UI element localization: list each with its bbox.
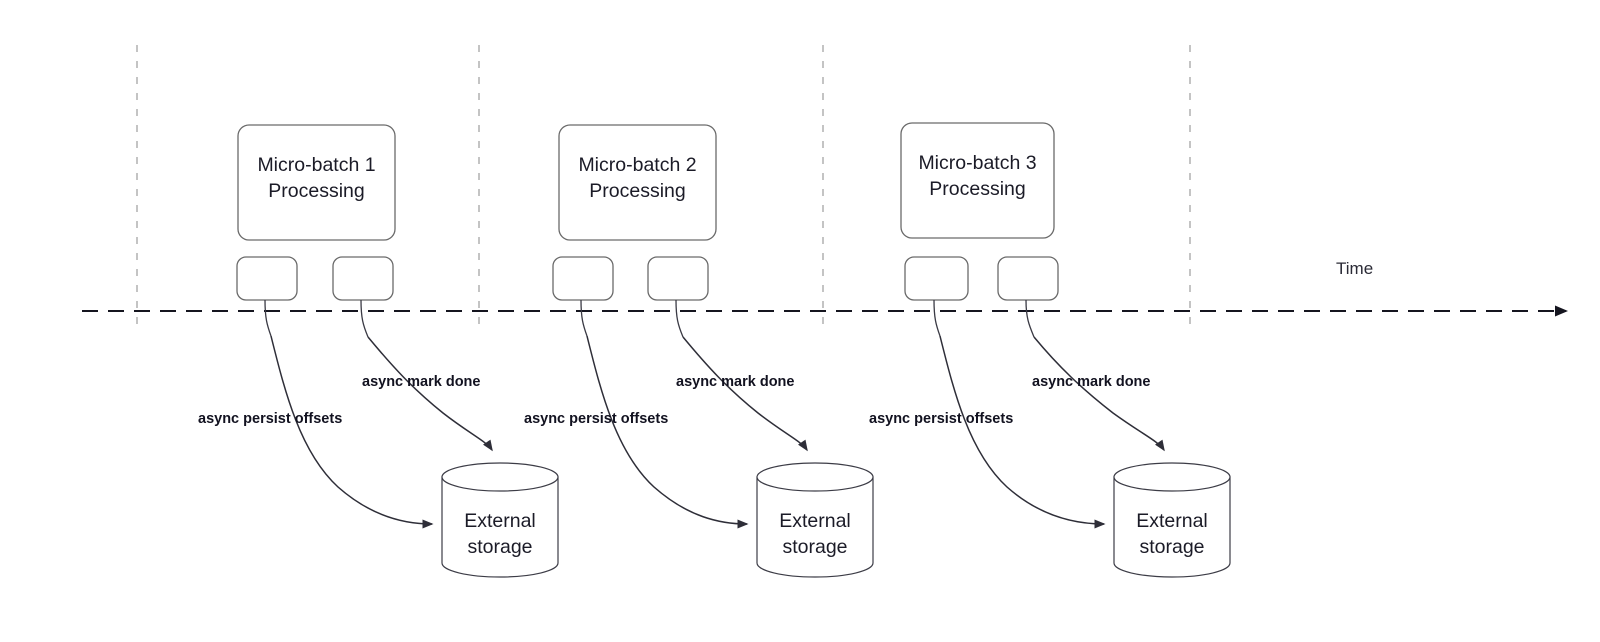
task-3a-stem [933,299,941,337]
external-storage-1-top [441,462,559,492]
micro-batch-3-box[interactable] [900,122,1055,239]
async-mark-done-label-2: async mark done [676,374,794,390]
async-mark-done-arrow-3 [1033,336,1165,452]
external-storage-1[interactable]: External storage [441,462,559,578]
async-persist-offsets-label-3: async persist offsets [869,411,1013,427]
task-box-3a[interactable] [904,256,969,301]
micro-batch-1-label-line1: Micro-batch 1 [257,154,375,176]
task-box-1b[interactable] [332,256,394,301]
external-storage-3-top [1113,462,1231,492]
async-mark-done-label-3: async mark done [1032,374,1150,390]
task-box-2a[interactable] [552,256,614,301]
micro-batch-group-3: Micro-batch 3 Processing async mark done… [869,122,1231,578]
micro-batch-3-label-line1: Micro-batch 3 [918,152,1036,174]
task-box-3b[interactable] [997,256,1059,301]
external-storage-2-body [756,476,874,578]
task-box-2b[interactable] [647,256,709,301]
task-2a-stem [580,299,588,337]
micro-batch-group-2: Micro-batch 2 Processing async mark done… [524,124,874,578]
external-storage-3[interactable]: External storage [1113,462,1231,578]
external-storage-2-label-line2: storage [782,536,847,558]
task-box-1a[interactable] [236,256,298,301]
external-storage-2-label-line1: External [779,510,851,532]
external-storage-3-label-line1: External [1136,510,1208,532]
task-2b-stem [675,299,684,338]
external-storage-1-label-line2: storage [467,536,532,558]
task-1b-stem [360,299,369,338]
async-mark-done-label-1: async mark done [362,374,480,390]
external-storage-2[interactable]: External storage [756,462,874,578]
micro-batch-3-label-line2: Processing [929,178,1025,200]
external-storage-3-body [1113,476,1231,578]
async-persist-offsets-label-2: async persist offsets [524,411,668,427]
async-persist-offsets-arrow-3 [939,335,1106,529]
external-storage-2-top [756,462,874,492]
time-axis-label: Time [1336,259,1373,278]
async-persist-offsets-label-1: async persist offsets [198,411,342,427]
async-mark-done-arrow-2 [682,336,808,452]
micro-batch-1-label-line2: Processing [268,180,364,202]
external-storage-1-body [441,476,559,578]
micro-batch-2-label-line2: Processing [589,180,685,202]
task-1a-stem [264,299,272,337]
micro-batch-group-1: Micro-batch 1 Processing async mark done… [198,124,559,578]
async-persist-offsets-arrow-2 [586,335,749,529]
async-mark-done-arrow-1 [367,336,493,452]
async-persist-offsets-arrow-1 [270,335,434,529]
micro-batch-2-label-line1: Micro-batch 2 [578,154,696,176]
micro-batch-1-box[interactable] [237,124,396,241]
external-storage-3-label-line2: storage [1139,536,1204,558]
external-storage-1-label-line1: External [464,510,536,532]
task-3b-stem [1025,299,1035,338]
micro-batch-2-box[interactable] [558,124,717,241]
